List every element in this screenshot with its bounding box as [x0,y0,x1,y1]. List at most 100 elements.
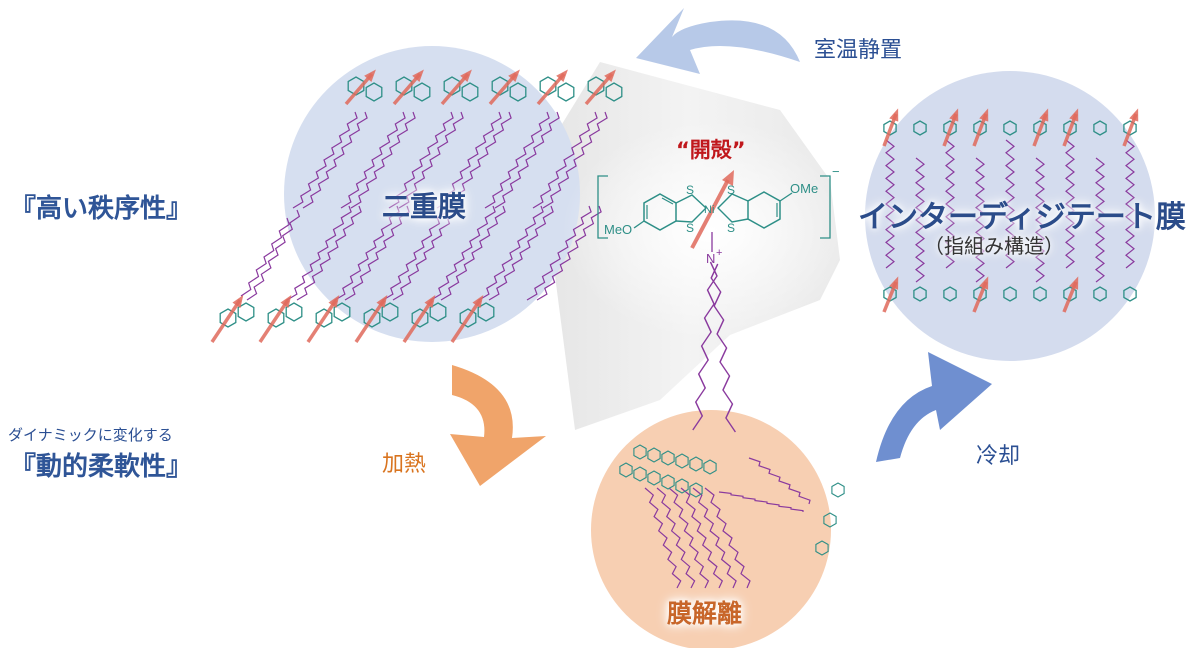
bilayer-chain [334,205,400,301]
interdigitated-chain [1005,139,1015,269]
interdigitated-bottom-ring [1003,286,1017,302]
spin-arrow [690,179,730,249]
melted-ring [831,482,845,498]
interdigitated-circle [865,71,1155,361]
bilayer-chain [488,205,554,301]
melted-chain [680,487,724,589]
bilayer-top-spin-arrow [584,72,614,106]
melted-alkyl-chains [644,457,811,589]
sulfur-atom: S [686,183,694,197]
bilayer-bottom-ring [285,302,303,322]
bilayer-bottom-spin-arrow [210,299,242,343]
bilayer-chain [246,209,301,301]
molecule-glow [562,120,862,340]
interdigitated-bottom-ring [913,286,927,302]
interdigitated-label: インターディジテート膜 [858,200,1186,235]
bilayer-chain [350,111,416,209]
interdigitated-bottom-spin-arrow-head [889,276,899,290]
dynamic-label: 『動的柔軟性』 [10,452,193,482]
bilayer-chain [536,205,602,301]
bilayer-top-ring [557,82,575,102]
meo-group: MeO [604,222,632,237]
room-temp-label: 室温静置 [814,38,903,63]
bilayer-chain [494,111,560,209]
cation-charge: + [716,247,722,259]
interdigitated-top-spin-arrow-head [979,108,989,122]
bilayer-bottom-spin-arrow-head [376,295,388,308]
bilayer-chain [286,205,352,301]
interdigitated-chain [1095,157,1105,283]
interdigitated-top-ring [913,120,927,136]
bilayer-bottom-ring [411,308,429,328]
sulfur-atom: S [686,221,694,235]
order-label: 『高い秩序性』 [10,194,193,224]
bilayer-bottom-ring [315,308,333,328]
bilayer-bottom-ring [237,302,255,322]
melted-label: 膜解離 [667,599,743,628]
right-bracket [820,175,831,239]
bilayer-chain [398,111,464,209]
melted-ring [619,462,633,478]
room-temp-arrow [636,8,800,74]
bilayer-bottom-ring [459,308,477,328]
bilayer-bottom-spin-arrow-head [280,295,292,308]
bilayer-bottom-ring [333,302,351,322]
interdigitated-headgroups [883,120,1137,302]
interdigitated-top-ring [1003,120,1017,136]
bilayer-bottom-spin-arrow-head [232,295,244,308]
melted-chain [692,487,737,589]
bilayer-top-spin-arrow-head [556,69,568,82]
melted-ring [675,453,689,469]
bilayer-chain [430,205,496,301]
bilayer-top-ring [365,82,383,102]
melted-chain [656,487,696,589]
interdigitated-bottom-ring [1123,286,1137,302]
interdigitated-top-spin-arrow-head [1039,108,1049,122]
cooling-label: 冷却 [976,444,1021,469]
melted-chain [668,487,710,589]
melted-ring [633,466,647,482]
bilayer-alkyl-chains [240,111,608,301]
bilayer-top-spin-arrow [488,72,518,106]
interdigitated-spin-arrows [882,108,1139,313]
melted-ring [647,470,661,486]
bilayer-chain [296,205,362,301]
melted-chain [644,487,682,589]
bilayer-bottom-spin-arrow-head [424,295,436,308]
bilayer-chain [542,111,608,209]
bilayer-bottom-spin-arrow [450,299,482,343]
bilayer-top-spin-arrow [344,72,374,106]
bilayer-chain [302,111,368,209]
interdigitated-top-spin-arrow-head [949,108,959,122]
melted-ring [675,478,689,494]
bilayer-bottom-ring [267,308,285,328]
bilayer-top-spin-arrow-head [364,69,376,82]
melted-ring [661,474,675,490]
heating-arrow [450,365,546,486]
bilayer-chain [382,205,448,301]
melted-chain [748,457,811,505]
interdigitated-top-spin-arrow-head [889,108,899,122]
cooling-arrow [876,352,992,462]
bilayer-chain [446,111,512,209]
interdigitated-chain [975,157,985,283]
anion-charge: − [832,164,840,179]
bilayer-top-spin-arrow-head [604,69,616,82]
melted-ring [815,540,829,556]
bilayer-chain [240,217,290,297]
bilayer-chain [340,111,406,209]
interdigitated-top-ring [1063,120,1077,136]
interdigitated-bottom-ring [943,286,957,302]
interdigitated-chain [1035,157,1045,283]
interdigitated-top-ring [973,120,987,136]
interdigitated-bottom-spin-arrow-head [1069,276,1079,290]
bilayer-chain [440,205,506,301]
melted-ring [823,512,837,528]
interdigitated-top-ring [883,120,897,136]
bilayer-top-spin-arrow [440,72,470,106]
ammonium-n: N [706,251,715,266]
bilayer-top-spin-arrow-head [508,69,520,82]
bilayer-bottom-spin-arrow [306,299,338,343]
bilayer-bottom-spin-arrow-head [472,295,484,308]
